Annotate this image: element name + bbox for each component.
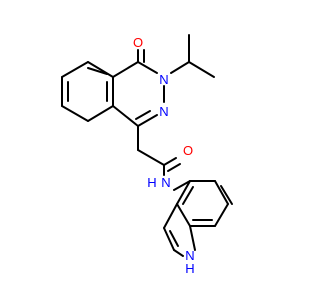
atom-nitrogen-ring-2: N [159,104,168,119]
atom-oxygen-carbonyl: O [133,35,143,50]
atom-labels: O N N O N H N H [133,35,195,276]
atom-hydrogen-indole: H [185,261,194,276]
bonds [61,34,233,257]
atom-nitrogen-ring-3: N [159,72,168,87]
atom-oxygen-amide: O [183,143,193,158]
atom-nitrogen-indole: N [185,248,194,263]
atom-nitrogen-amide: N [161,175,170,190]
atom-hydrogen-amide: H [147,175,156,190]
molecule-structure-diagram: O N N O N H N H [61,34,233,276]
